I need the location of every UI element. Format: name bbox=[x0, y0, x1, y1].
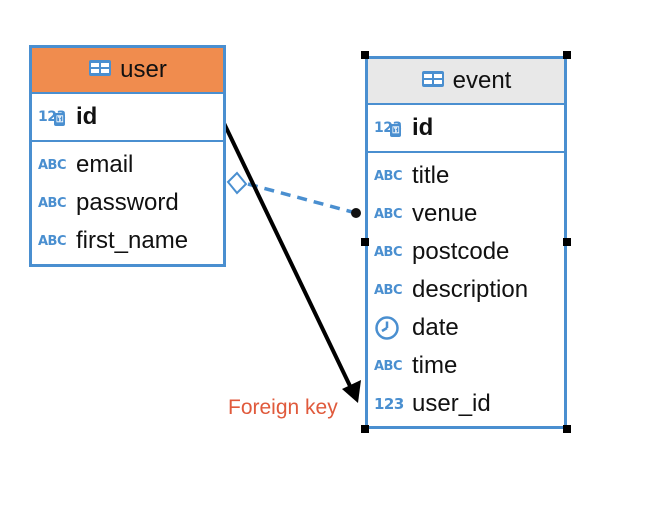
primary-key-icon: 123 ⚿ bbox=[374, 120, 402, 137]
event-column-title[interactable]: ABC title bbox=[368, 157, 564, 195]
relationship-endpoint-dot bbox=[351, 208, 361, 218]
column-name: date bbox=[412, 314, 459, 341]
user-table-header[interactable]: user bbox=[32, 48, 223, 94]
column-name: id bbox=[76, 103, 98, 130]
user-table[interactable]: user 123 ⚿ id ABC email ABC password ABC… bbox=[29, 45, 226, 267]
event-column-venue[interactable]: ABC venue bbox=[368, 195, 564, 233]
resize-handle-middle-right[interactable] bbox=[563, 238, 571, 246]
event-column-postcode[interactable]: ABC postcode bbox=[368, 233, 564, 271]
column-name: time bbox=[412, 352, 458, 379]
relationship-dashed-line bbox=[247, 182, 357, 215]
event-column-id[interactable]: 123 ⚿ id bbox=[368, 105, 564, 153]
primary-key-icon: 123 ⚿ bbox=[38, 109, 66, 126]
resize-handle-top-right[interactable] bbox=[563, 51, 571, 59]
text-type-icon: ABC bbox=[374, 358, 403, 374]
table-icon bbox=[421, 70, 445, 93]
resize-handle-bottom-right[interactable] bbox=[563, 425, 571, 433]
text-type-icon: ABC bbox=[374, 244, 403, 260]
clock-icon bbox=[374, 316, 408, 340]
user-column-id[interactable]: 123 ⚿ id bbox=[32, 94, 223, 142]
event-table[interactable]: event 123 ⚿ id ABC title ABC venue ABC p… bbox=[365, 56, 567, 429]
event-column-time[interactable]: ABC time bbox=[368, 347, 564, 385]
number-type-icon: 123 bbox=[374, 395, 404, 413]
text-type-icon: ABC bbox=[38, 233, 67, 249]
text-type-icon: ABC bbox=[374, 168, 403, 184]
event-table-title: event bbox=[452, 67, 512, 94]
user-column-email[interactable]: ABC email bbox=[32, 146, 223, 184]
foreign-key-arrowhead-icon bbox=[342, 380, 361, 403]
event-column-user-id[interactable]: 123 user_id bbox=[368, 385, 564, 423]
column-name: user_id bbox=[412, 390, 491, 417]
resize-handle-middle-left[interactable] bbox=[361, 238, 369, 246]
column-name: title bbox=[412, 162, 450, 189]
text-type-icon: ABC bbox=[374, 282, 403, 298]
table-icon bbox=[88, 59, 112, 82]
foreign-key-arrow-line bbox=[219, 116, 352, 387]
text-type-icon: ABC bbox=[374, 206, 403, 222]
user-column-password[interactable]: ABC password bbox=[32, 184, 223, 222]
event-table-header[interactable]: event bbox=[368, 59, 564, 105]
user-table-title: user bbox=[120, 56, 167, 83]
column-name: description bbox=[412, 276, 529, 303]
column-name: venue bbox=[412, 200, 478, 227]
resize-handle-bottom-left[interactable] bbox=[361, 425, 369, 433]
column-name: first_name bbox=[76, 227, 189, 254]
column-name: postcode bbox=[412, 238, 510, 265]
event-column-date[interactable]: date bbox=[368, 309, 564, 347]
column-name: id bbox=[412, 114, 434, 141]
foreign-key-label: Foreign key bbox=[228, 396, 338, 419]
user-column-first-name[interactable]: ABC first_name bbox=[32, 222, 223, 260]
event-column-description[interactable]: ABC description bbox=[368, 271, 564, 309]
text-type-icon: ABC bbox=[38, 195, 67, 211]
resize-handle-top-left[interactable] bbox=[361, 51, 369, 59]
column-name: password bbox=[76, 189, 179, 216]
text-type-icon: ABC bbox=[38, 157, 67, 173]
relationship-diamond-icon bbox=[226, 171, 248, 195]
column-name: email bbox=[76, 151, 134, 178]
